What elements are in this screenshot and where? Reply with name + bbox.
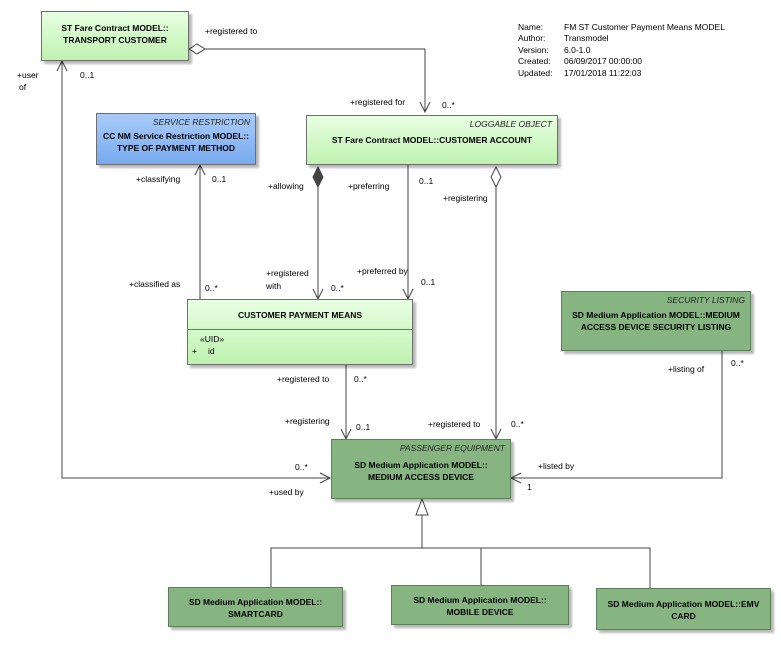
label-listing-of: +listing of bbox=[668, 364, 705, 374]
class-medium-access-device[interactable]: PASSENGER EQUIPMENT SD Medium Applicatio… bbox=[331, 439, 511, 499]
attr-stereotype: «UID» bbox=[200, 334, 225, 344]
label-classified-as: +classified as bbox=[129, 279, 181, 289]
class-smartcard[interactable]: SD Medium Application MODEL:: SMARTCARD bbox=[168, 587, 343, 627]
class-title-line1: CUSTOMER PAYMENT MEANS bbox=[237, 310, 363, 320]
class-title-line2: SMARTCARD bbox=[228, 609, 283, 619]
label-registered-to: +registered to bbox=[205, 26, 258, 36]
class-title-line2: TYPE OF PAYMENT METHOD bbox=[116, 143, 236, 153]
multiplicity-cpm: 0..* bbox=[354, 374, 367, 384]
meta-version: 6.0-1.0 bbox=[564, 44, 591, 55]
multiplicity-with: 0..* bbox=[331, 283, 344, 293]
aggregation-diamond-registering bbox=[490, 165, 502, 189]
assoc-listing bbox=[511, 351, 723, 479]
meta-updated: 17/01/2018 11:22:03 bbox=[564, 67, 642, 78]
meta-name-key: Name: bbox=[518, 22, 544, 32]
multiplicity-ca: 0..* bbox=[442, 100, 455, 110]
label-registered: +registered bbox=[266, 268, 309, 278]
multiplicity-tc: 0..1 bbox=[80, 70, 95, 80]
attribute-separator bbox=[188, 329, 412, 330]
label-preferred-by: +preferred by bbox=[357, 266, 408, 276]
multiplicity-one: 1 bbox=[527, 482, 532, 492]
class-customer-account[interactable]: LOGGABLE OBJECT ST Fare Contract MODEL::… bbox=[306, 115, 558, 165]
label-registering-ca: +registering bbox=[443, 193, 488, 203]
multiplicity-spm: 0..1 bbox=[212, 174, 227, 184]
assoc-user-of bbox=[61, 61, 330, 479]
class-title-line1: SD Medium Application MODEL:: bbox=[413, 595, 547, 605]
meta-created-key: Created: bbox=[518, 56, 551, 67]
class-title-line2: MOBILE DEVICE bbox=[446, 607, 514, 617]
multiplicity-lst: 0..* bbox=[731, 358, 744, 368]
label-allowing: +allowing bbox=[268, 181, 304, 191]
class-title-line2: MEDIUM ACCESS DEVICE bbox=[368, 472, 474, 482]
class-title-line1: SD Medium Application MODEL::MEDIUM bbox=[572, 310, 740, 320]
class-customer-payment-means[interactable]: CUSTOMER PAYMENT MEANS «UID» + id bbox=[187, 299, 413, 365]
class-transport-customer[interactable]: ST Fare Contract MODEL:: TRANSPORT CUSTO… bbox=[41, 11, 189, 61]
multiplicity-mad-reg: 0..* bbox=[511, 419, 524, 429]
label-registered-to-cpm: +registered to bbox=[277, 374, 330, 384]
label-with: with bbox=[266, 281, 282, 291]
class-title-line1: SD Medium Application MODEL:: bbox=[354, 460, 488, 470]
class-stereotype: SERVICE RESTRICTION bbox=[152, 117, 250, 127]
class-title-line1: ST Fare Contract MODEL::CUSTOMER ACCOUNT bbox=[331, 135, 533, 145]
aggregation-diamond-top bbox=[188, 43, 206, 55]
class-title-line1: ST Fare Contract MODEL:: bbox=[61, 23, 169, 33]
class-title-line1: SD Medium Application MODEL:: bbox=[188, 597, 323, 607]
class-title-line2: ACCESS DEVICE SECURITY LISTING bbox=[580, 322, 732, 332]
label-registered-for: +registered for bbox=[350, 97, 406, 107]
class-title-line1: CC NM Service Restriction MODEL:: bbox=[103, 131, 249, 141]
class-stereotype: SECURITY LISTING bbox=[666, 295, 745, 305]
meta-name: FM ST Customer Payment Means MODEL bbox=[564, 22, 725, 32]
meta-author-key: Author: bbox=[518, 33, 546, 44]
class-type-of-payment-method[interactable]: SERVICE RESTRICTION CC NM Service Restri… bbox=[96, 113, 256, 165]
multiplicity-mad: 0..1 bbox=[356, 422, 371, 432]
multiplicity-user: 0..* bbox=[295, 462, 308, 472]
multiplicity-cls: 0..* bbox=[205, 283, 218, 293]
label-classifying: +classifying bbox=[136, 174, 181, 184]
meta-author: Transmodel bbox=[564, 33, 609, 44]
label-registering-mad: +registering bbox=[285, 416, 330, 426]
class-title-line1: SD Medium Application MODEL::EMV bbox=[607, 599, 760, 609]
assoc-customer-account bbox=[205, 48, 426, 111]
meta-updated-key: Updated: bbox=[518, 67, 553, 78]
class-mobile-device[interactable]: SD Medium Application MODEL:: MOBILE DEV… bbox=[391, 585, 569, 625]
label-of: of bbox=[19, 82, 27, 92]
label-preferring: +preferring bbox=[348, 181, 390, 191]
generalization-arrowhead bbox=[415, 497, 429, 516]
multiplicity-pb: 0..1 bbox=[421, 277, 436, 287]
meta-version-key: Version: bbox=[518, 44, 549, 55]
class-medium-access-device-security-listing[interactable]: SECURITY LISTING SD Medium Application M… bbox=[561, 291, 751, 351]
class-stereotype: LOGGABLE OBJECT bbox=[469, 119, 552, 129]
multiplicity-pref: 0..1 bbox=[419, 176, 434, 186]
composition-diamond-allowing bbox=[312, 165, 324, 189]
attr-name: id bbox=[207, 346, 215, 356]
label-user: +user bbox=[17, 70, 39, 80]
diagram-metadata: Name:FM ST Customer Payment Means MODEL … bbox=[518, 22, 725, 79]
attr-id: + id bbox=[188, 345, 412, 357]
meta-created: 06/09/2017 00:00:00 bbox=[564, 56, 642, 67]
class-stereotype: PASSENGER EQUIPMENT bbox=[399, 443, 505, 453]
class-title-line2: TRANSPORT CUSTOMER bbox=[63, 35, 167, 45]
generalization-tree bbox=[270, 515, 423, 587]
class-emv-card[interactable]: SD Medium Application MODEL::EMV CARD bbox=[596, 588, 771, 630]
class-title-line2: CARD bbox=[671, 611, 696, 621]
label-registered-to-mad: +registered to bbox=[428, 419, 481, 429]
label-listed-by: +listed by bbox=[538, 461, 575, 471]
attr-visibility: + bbox=[192, 346, 197, 356]
label-used-by: +used by bbox=[269, 487, 304, 497]
